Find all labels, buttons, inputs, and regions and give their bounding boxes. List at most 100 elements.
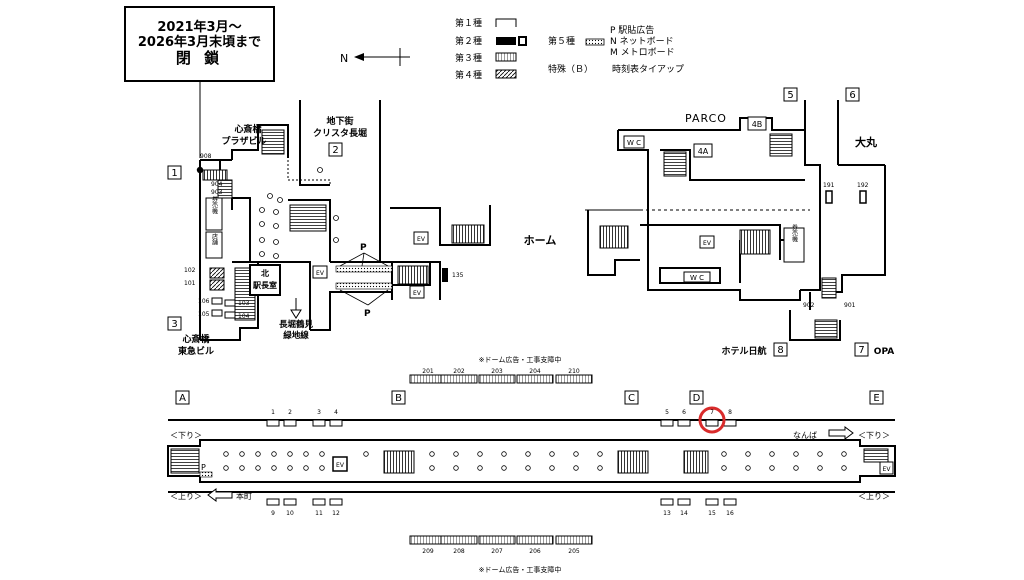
pillar	[319, 451, 325, 457]
exit-2-label: 2	[332, 145, 338, 156]
pillar	[501, 451, 507, 457]
zone-b-label: B	[395, 393, 402, 404]
zone-e-box	[869, 390, 884, 405]
pillar	[453, 451, 459, 457]
wall-board-number: 8	[728, 409, 732, 416]
legend-type5-icon	[585, 38, 605, 46]
pillar	[255, 451, 261, 457]
wall	[659, 267, 721, 284]
nagahori-line-label-2: 緑地線	[283, 330, 309, 341]
exit-3-label: 3	[171, 319, 177, 330]
zones: A B C D E	[175, 390, 884, 405]
ticket-machine-label-right: 券売機	[791, 223, 798, 243]
shop-label: 店舗	[211, 232, 218, 246]
stairs	[217, 179, 233, 199]
pillar	[501, 465, 507, 471]
ad-103	[224, 299, 236, 307]
pillar	[817, 465, 823, 471]
closure-period-start: 2021年3月～	[157, 19, 242, 35]
wall-board-number: 15	[708, 510, 716, 517]
stairs	[397, 265, 429, 285]
legend-special-label: 特殊（Ｂ）	[548, 63, 593, 75]
closed-marker	[196, 166, 204, 174]
wall-board-face	[677, 498, 691, 506]
closed-stairs	[202, 169, 228, 181]
dome-ad	[440, 374, 478, 384]
exit-5-label: 5	[787, 90, 793, 101]
ad-number: 902	[803, 302, 815, 309]
platform-ev-left	[332, 456, 348, 472]
ad-numbers-left: 908 904 903 102 101 106 105 103 104 135	[184, 153, 464, 320]
ad-number: 904	[211, 181, 223, 188]
wall-board-face	[283, 498, 297, 506]
ad-number: 135	[452, 272, 464, 279]
legend: 第１種 第２種 第３種 第４種 第５種 P 駅貼広告 N ネットボード M メト…	[455, 17, 684, 81]
legend-type1-label: 第１種	[455, 17, 482, 29]
dome-ad	[440, 535, 478, 545]
zone-a-label: A	[179, 393, 186, 404]
ad-135	[442, 268, 448, 282]
wall-board-number: 5	[665, 409, 669, 416]
wall-board-number: 10	[286, 510, 294, 517]
net-board	[335, 265, 393, 273]
wall	[231, 197, 251, 262]
platform-ev-right-label: EV	[883, 466, 892, 473]
elevator-box	[409, 285, 425, 299]
pillar	[573, 465, 579, 471]
ad-106	[211, 297, 223, 305]
exit-markers-right: 4B 4A 5 6 7 8	[693, 87, 869, 357]
station-office	[249, 264, 281, 296]
pillar	[841, 465, 847, 471]
ad-104	[224, 311, 236, 319]
namba-label: なんば	[793, 431, 817, 440]
elevator-box	[312, 265, 328, 279]
shinsaibashi-plaza-label-2: プラザビル	[221, 135, 266, 147]
elevator-box	[413, 231, 429, 245]
wc-box	[683, 271, 711, 283]
ad-number: 105	[198, 311, 210, 318]
p-label-bottom: P	[364, 309, 371, 319]
wall	[830, 165, 886, 293]
ad-numbers-right: 191 192 902 901	[803, 182, 869, 309]
platform-p-label: P	[201, 463, 206, 472]
platform-stairs	[383, 450, 415, 474]
pillar	[303, 451, 309, 457]
left-concourse-details: 券売機 店舗 北 駅長室 長堀鶴見 緑地線	[196, 129, 485, 341]
pillar	[525, 451, 531, 457]
wall	[392, 261, 441, 300]
wall	[231, 124, 289, 160]
pillar	[549, 465, 555, 471]
legend-type2-icon-b	[518, 36, 527, 46]
ad-number: 103	[238, 300, 250, 307]
pillar	[239, 465, 245, 471]
dome-ad	[555, 535, 593, 545]
stairs	[821, 277, 837, 299]
ad-101	[209, 279, 225, 291]
wall-board-number: 11	[315, 510, 323, 517]
wall-board-face	[660, 498, 674, 506]
station-office-label-2: 駅長室	[253, 280, 277, 290]
pillar	[477, 465, 483, 471]
pillar	[769, 451, 775, 457]
exit-4a-box	[693, 143, 713, 158]
wall	[587, 210, 640, 276]
wall-board-face	[677, 419, 691, 427]
station-office-label-1: 北	[261, 268, 269, 278]
wall	[660, 149, 691, 180]
wc-label: W C	[627, 139, 641, 147]
ad-191	[825, 190, 833, 204]
compass: N	[340, 48, 410, 66]
wall-board-face	[705, 498, 719, 506]
opa-label: OPA	[874, 347, 894, 357]
stairs	[739, 229, 771, 255]
pillar	[303, 465, 309, 471]
wall-board-number: 2	[288, 409, 292, 416]
wall-board-number: 4	[334, 409, 338, 416]
ticket-machine-box	[783, 227, 805, 263]
closure-label: 閉 鎖	[175, 49, 224, 68]
underground-label-2: クリスタ長堀	[313, 127, 367, 139]
wall	[789, 310, 841, 341]
wall-board-number: 13	[663, 510, 671, 517]
